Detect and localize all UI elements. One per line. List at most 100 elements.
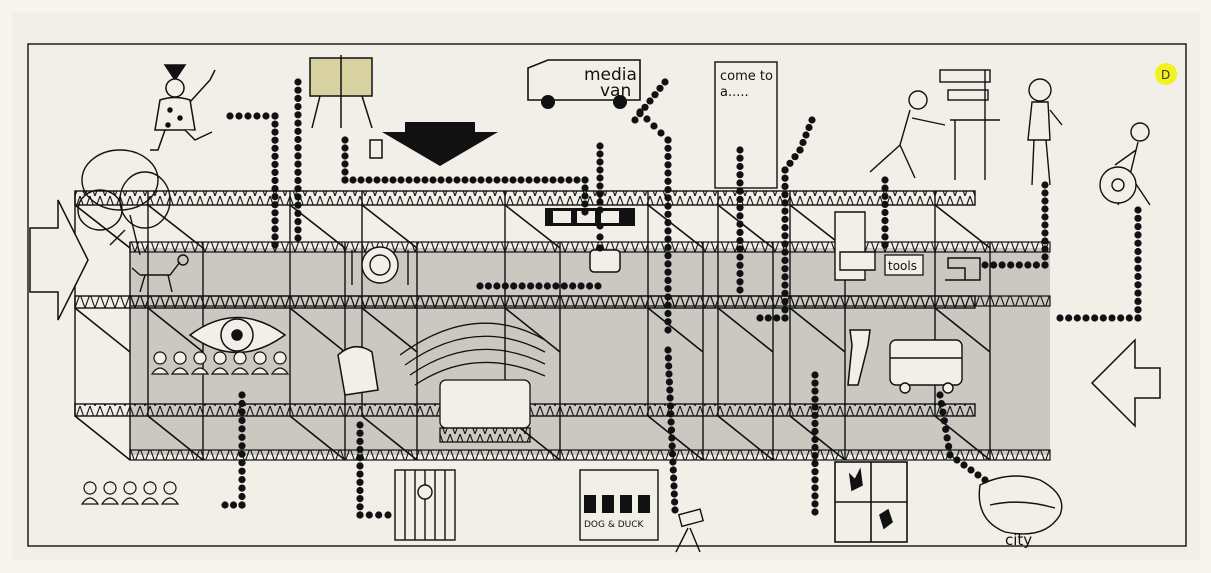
route-dot-160	[669, 442, 676, 449]
route-dot-175	[736, 196, 743, 203]
route-dot-116	[651, 91, 658, 98]
route-dot-228	[1041, 181, 1048, 188]
route-dot-102	[552, 282, 559, 289]
route-dot-229	[1041, 189, 1048, 196]
route-dot-12	[271, 161, 278, 168]
route-dot-203	[781, 216, 788, 223]
route-dot-334	[375, 511, 382, 518]
route-dot-126	[664, 153, 671, 160]
route-dot-95	[596, 233, 603, 240]
route-dot-207	[781, 183, 788, 190]
route-dot-105	[527, 282, 534, 289]
route-dot-191	[781, 314, 788, 321]
route-dot-294	[811, 444, 818, 451]
route-dot-75	[549, 176, 556, 183]
route-dot-57	[405, 176, 412, 183]
route-dot-108	[502, 282, 509, 289]
route-dot-216	[802, 131, 809, 138]
route-dot-37	[294, 193, 301, 200]
route-dot-0	[226, 112, 233, 119]
route-dot-130	[664, 186, 671, 193]
route-dot-196	[781, 273, 788, 280]
route-dot-1	[235, 112, 242, 119]
route-dot-39	[294, 210, 301, 217]
route-dot-152	[666, 378, 673, 385]
route-dot-98	[586, 282, 593, 289]
route-dot-280	[953, 456, 960, 463]
route-dot-74	[541, 176, 548, 183]
route-dot-77	[565, 176, 572, 183]
broken-window	[835, 462, 907, 542]
route-dot-237	[1041, 253, 1048, 260]
route-dot-84	[581, 208, 588, 215]
route-dot-247	[1134, 206, 1141, 213]
route-dot-177	[736, 212, 743, 219]
route-dot-254	[1134, 265, 1141, 272]
route-dot-131	[664, 194, 671, 201]
route-dot-183	[736, 262, 743, 269]
route-dot-199	[781, 249, 788, 256]
route-dot-298	[811, 476, 818, 483]
pub-building: DOG & DUCK	[580, 470, 658, 540]
route-dot-246	[981, 261, 988, 268]
route-dot-19	[271, 217, 278, 224]
route-dot-230	[1041, 197, 1048, 204]
route-dot-223	[881, 209, 888, 216]
route-dot-220	[881, 185, 888, 192]
route-dot-21	[271, 233, 278, 240]
route-dot-178	[736, 221, 743, 228]
route-dot-251	[1134, 240, 1141, 247]
route-dot-253	[1134, 256, 1141, 263]
route-dot-186	[736, 286, 743, 293]
route-dot-69	[501, 176, 508, 183]
route-dot-261	[1134, 314, 1141, 321]
route-dot-71	[517, 176, 524, 183]
audience-head-8	[104, 482, 116, 494]
route-dot-58	[413, 176, 420, 183]
route-dot-81	[581, 184, 588, 191]
route-dot-291	[811, 420, 818, 427]
route-dot-258	[1134, 298, 1141, 305]
armchair	[338, 347, 378, 395]
route-dot-274	[941, 417, 948, 424]
audience-head-2	[194, 352, 206, 364]
route-dot-170	[736, 155, 743, 162]
route-dot-320	[356, 421, 363, 428]
route-dot-235	[1041, 237, 1048, 244]
route-dot-32	[294, 152, 301, 159]
route-dot-272	[938, 400, 945, 407]
route-dot-307	[238, 425, 245, 432]
route-dot-22	[271, 241, 278, 248]
route-dot-18	[271, 209, 278, 216]
audience-head-3	[214, 352, 226, 364]
route-dot-285	[811, 371, 818, 378]
route-dot-86	[596, 150, 603, 157]
route-dot-273	[939, 409, 946, 416]
route-dot-104	[535, 282, 542, 289]
route-dot-94	[596, 222, 603, 229]
route-dot-328	[356, 487, 363, 494]
route-dot-91	[596, 190, 603, 197]
route-dot-159	[668, 434, 675, 441]
van-label-van: van	[600, 81, 631, 101]
route-dot-333	[366, 511, 373, 518]
route-dot-232	[1041, 213, 1048, 220]
route-dot-185	[736, 278, 743, 285]
route-dot-277	[945, 443, 952, 450]
pub-sign: DOG & DUCK	[584, 520, 645, 530]
route-dot-243	[1007, 261, 1014, 268]
route-dot-78	[573, 176, 580, 183]
route-dot-26	[294, 103, 301, 110]
route-dot-271	[936, 391, 943, 398]
route-dot-36	[294, 185, 301, 192]
route-dot-245	[990, 261, 997, 268]
route-dot-106	[519, 282, 526, 289]
route-dot-145	[664, 310, 671, 317]
route-dot-103	[544, 282, 551, 289]
route-dot-119	[636, 108, 643, 115]
route-dot-282	[967, 466, 974, 473]
route-dot-252	[1134, 248, 1141, 255]
route-dot-67	[485, 176, 492, 183]
route-dot-189	[773, 314, 780, 321]
